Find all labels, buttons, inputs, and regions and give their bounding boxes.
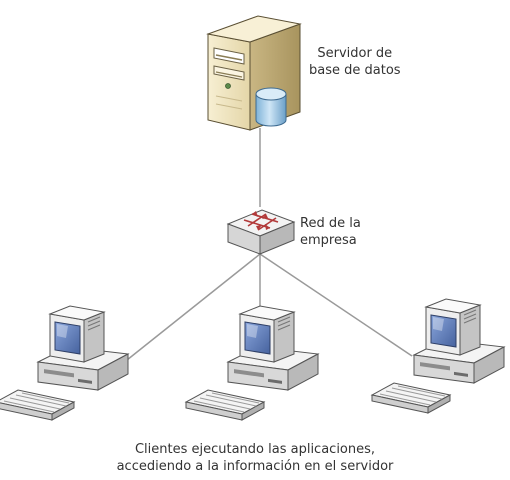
network-links: [121, 128, 413, 365]
server-label-line1: Servidor de: [317, 46, 393, 61]
clients-label: Clientes ejecutando las aplicaciones, ac…: [0, 441, 510, 475]
server-label-line2: base de datos: [309, 63, 401, 78]
network-label-line1: Red de la: [300, 216, 361, 231]
network-label-line2: empresa: [300, 233, 357, 248]
server-label: Servidor de base de datos: [309, 45, 401, 79]
clients-label-line2: accediendo a la información en el servid…: [116, 459, 394, 474]
desktop-computer-icon: [0, 305, 129, 421]
client-computer-left: [0, 305, 129, 421]
client-computer-center: [185, 305, 319, 421]
database-cylinder-icon: [255, 87, 287, 127]
clients-label-line1: Clientes ejecutando las aplicaciones,: [134, 442, 376, 457]
switch-to-right-client-link: [259, 253, 413, 357]
desktop-computer-icon: [371, 298, 505, 414]
database-server-icon: [206, 15, 302, 131]
desktop-computer-icon: [185, 305, 319, 421]
network-label: Red de la empresa: [300, 215, 361, 249]
client-computer-right: [371, 298, 505, 414]
switch-to-left-client-link: [121, 253, 261, 365]
network-switch-icon: [226, 209, 296, 255]
